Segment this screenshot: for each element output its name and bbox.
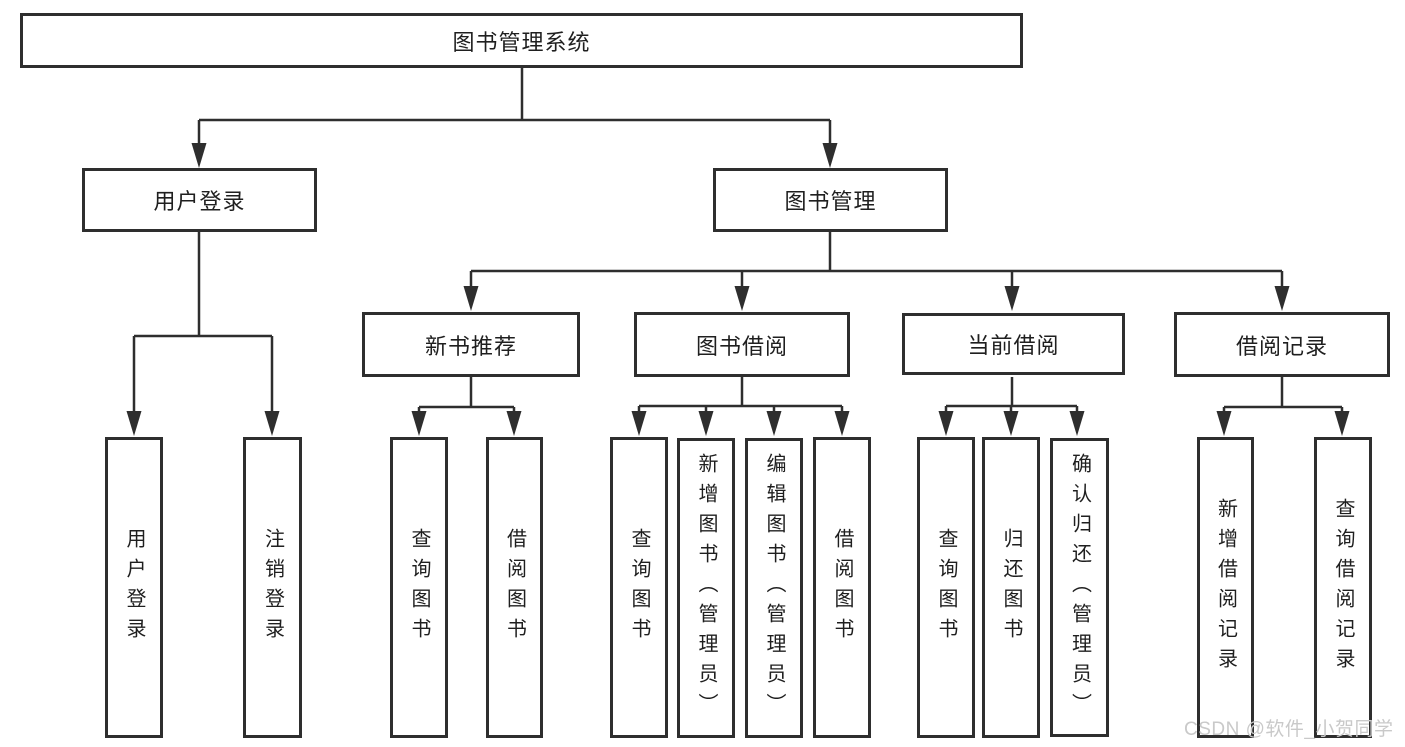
leaf-query-books-current: 查询图书: [917, 437, 975, 738]
leaf-add-book-admin: 新增图书（管理员）: [677, 438, 735, 738]
leaf-query-books-recommend: 查询图书: [390, 437, 448, 738]
leaf-return-book: 归还图书: [982, 437, 1040, 738]
leaf-add-borrow-record: 新增借阅记录: [1197, 437, 1254, 738]
node-book-management: 图书管理: [713, 168, 948, 232]
leaf-borrow-books: 借阅图书: [813, 437, 871, 738]
leaf-logout: 注销登录: [243, 437, 302, 738]
leaf-query-books-borrow: 查询图书: [610, 437, 668, 738]
leaf-confirm-return-admin: 确认归还（管理员）: [1050, 438, 1109, 737]
leaf-borrow-books-recommend: 借阅图书: [486, 437, 543, 738]
csdn-watermark: CSDN @软件_小贺同学: [1184, 719, 1394, 740]
node-user-login: 用户登录: [82, 168, 317, 232]
node-book-borrow: 图书借阅: [634, 312, 850, 377]
leaf-query-borrow-record: 查询借阅记录: [1314, 437, 1372, 738]
leaf-edit-book-admin: 编辑图书（管理员）: [745, 438, 803, 738]
leaf-user-login: 用户登录: [105, 437, 163, 738]
node-current-borrow: 当前借阅: [902, 313, 1125, 375]
node-new-book-recommend: 新书推荐: [362, 312, 580, 377]
node-root: 图书管理系统: [20, 13, 1023, 68]
node-borrow-records: 借阅记录: [1174, 312, 1390, 377]
